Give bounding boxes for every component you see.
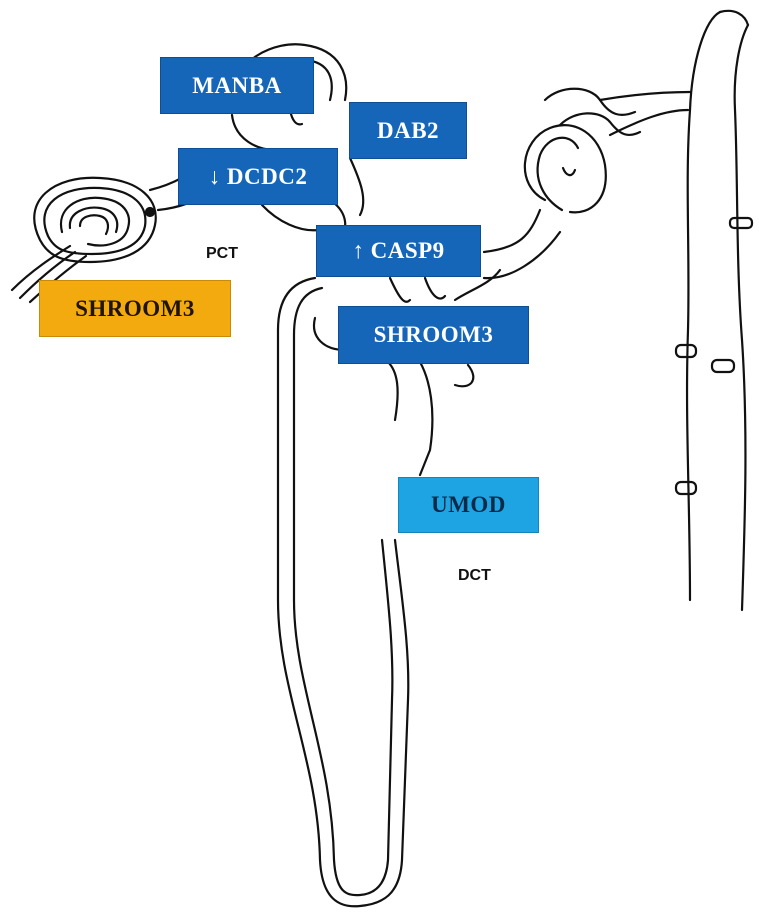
manba-box: MANBA [160, 57, 314, 114]
distal-tubule [455, 89, 640, 300]
pct-label: PCT [206, 245, 238, 263]
umod-box: UMOD [398, 477, 539, 533]
dab2-box: DAB2 [349, 102, 467, 159]
loop-of-henle [278, 278, 473, 906]
shroom3-loop-box: SHROOM3 [338, 306, 529, 364]
dcdc2-box: ↓ DCDC2 [178, 148, 338, 205]
shroom3-glomerulus-box: SHROOM3 [39, 280, 231, 337]
casp9-box: ↑ CASP9 [316, 225, 481, 277]
collecting-duct [600, 11, 752, 610]
dct-label: DCT [458, 567, 491, 585]
